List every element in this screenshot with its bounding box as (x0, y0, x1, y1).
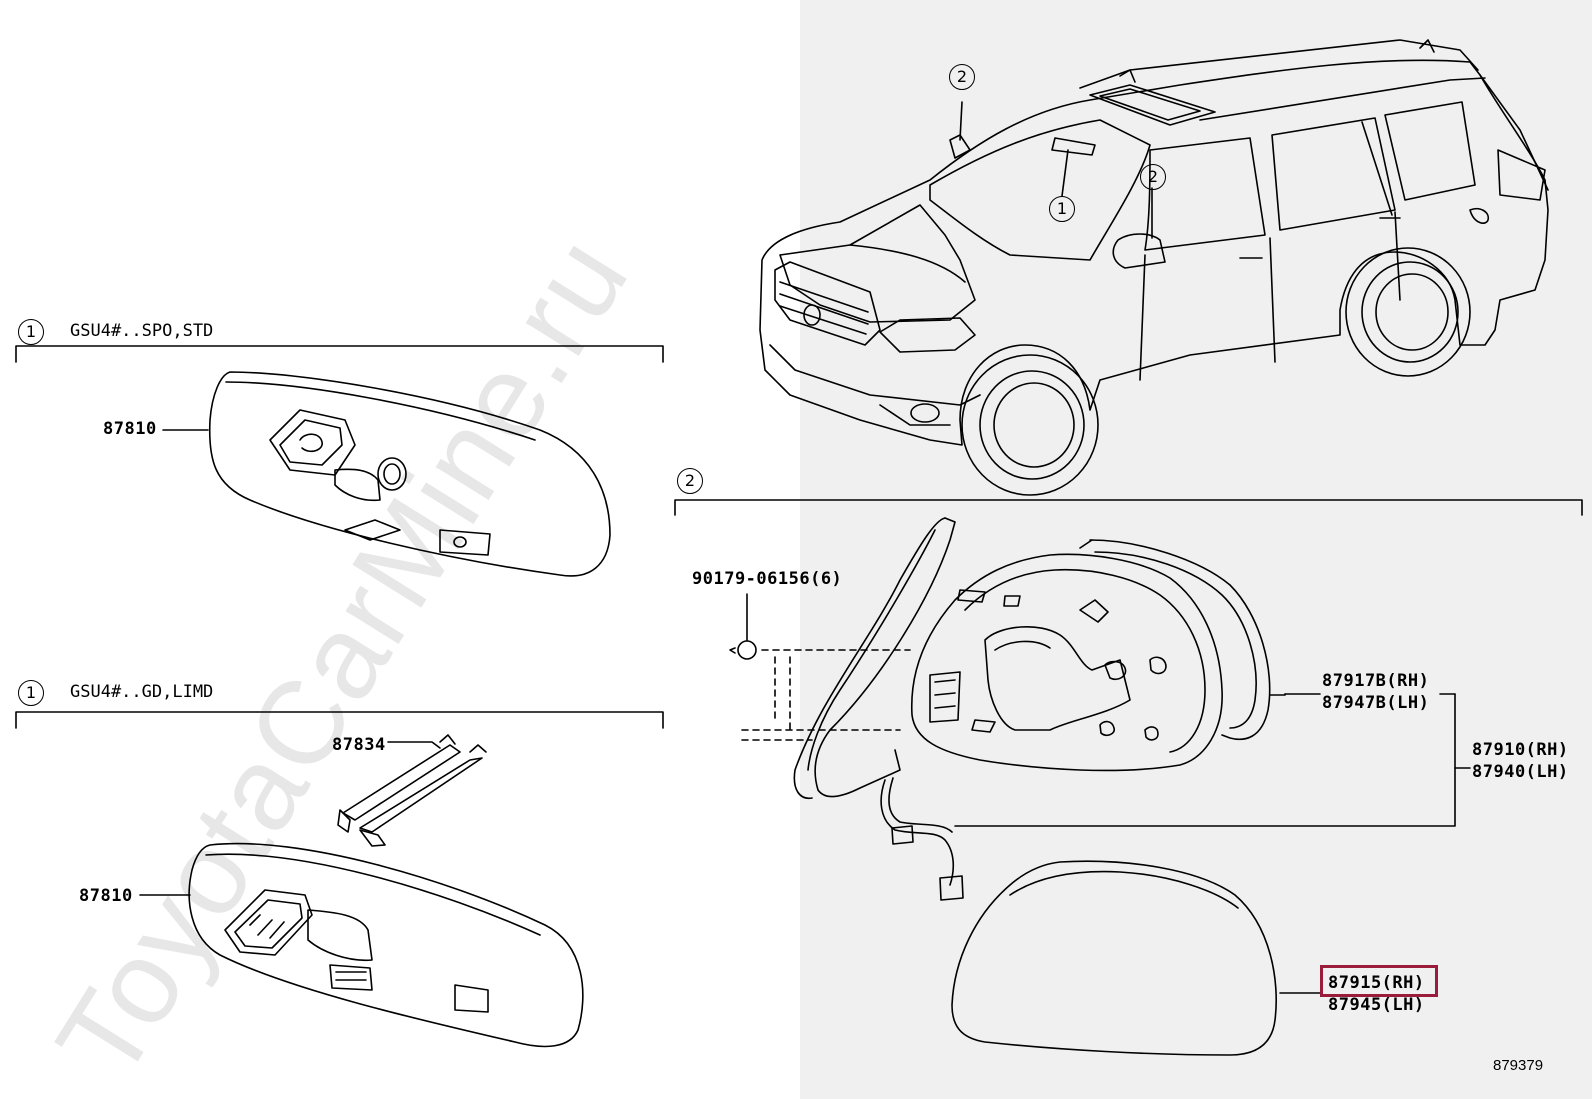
highlight-box (1320, 965, 1438, 997)
group-number-badge: 1 (18, 680, 44, 706)
outer-mirror-drawing (729, 517, 1471, 1056)
part-label-87917b[interactable]: 87917B(RH) (1322, 671, 1430, 691)
callout-outer-mirror-right: 2 (1140, 164, 1166, 190)
vehicle-illustration (759, 39, 1549, 496)
diagram-reference-number: 879379 (1493, 1057, 1544, 1074)
inner-mirror-std-drawing (162, 371, 611, 577)
group-title-limd: GSU4#..GD,LIMD (70, 682, 214, 702)
part-label-87945[interactable]: 87945(LH) (1328, 995, 1425, 1015)
group-number-badge: 1 (18, 319, 44, 345)
part-label-87834[interactable]: 87834 (332, 735, 386, 755)
part-label-87910[interactable]: 87910(RH) (1472, 740, 1569, 760)
group-bracket-1 (15, 345, 664, 363)
group-number-badge: 2 (677, 468, 703, 494)
part-label-87810-limd[interactable]: 87810 (79, 886, 133, 906)
part-label-87810-std[interactable]: 87810 (103, 419, 157, 439)
inner-mirror-limd-drawing (139, 842, 584, 1048)
group-title-std: GSU4#..SPO,STD (70, 321, 214, 341)
callout-outer-mirror-left: 2 (949, 64, 975, 90)
callout-inner-mirror: 1 (1049, 196, 1075, 222)
group-bracket-2 (15, 711, 664, 729)
sensor-bracket-drawing (337, 734, 487, 847)
part-label-87940[interactable]: 87940(LH) (1472, 762, 1569, 782)
part-label-87947b[interactable]: 87947B(LH) (1322, 693, 1430, 713)
part-label-87915[interactable]: 87915(RH) (1328, 973, 1425, 993)
group-bracket-3 (674, 499, 1583, 516)
part-label-screw[interactable]: 90179-06156(6) (692, 569, 843, 589)
